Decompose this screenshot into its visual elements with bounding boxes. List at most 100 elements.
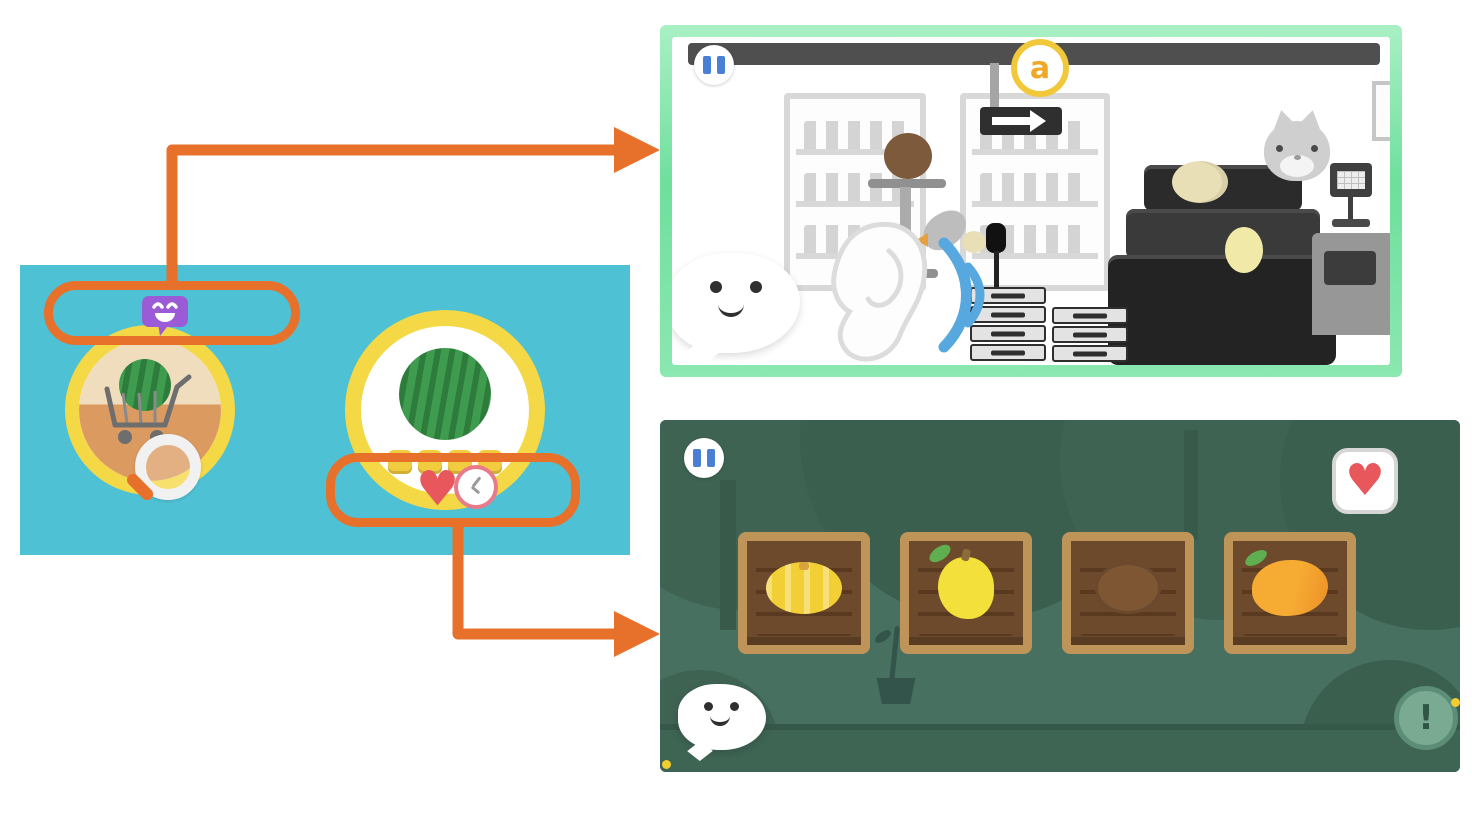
shelf-line (972, 253, 1098, 259)
annotation-arrowhead-bottom (614, 611, 660, 657)
tray (970, 325, 1046, 342)
tray-slot (991, 312, 1025, 317)
timer-clock: ! (1394, 686, 1458, 750)
cat-muzzle (1280, 155, 1314, 177)
pause-bar (703, 56, 711, 74)
plant-leaf (873, 627, 893, 646)
side-counter (1312, 233, 1390, 335)
peeking-cat (1264, 107, 1330, 181)
hanging-sign-box (1372, 81, 1390, 141)
cat-eye (1276, 145, 1283, 152)
shelf-line (796, 149, 914, 155)
tray-slot (991, 350, 1025, 355)
plant-pot (876, 678, 916, 704)
bubble-eye (704, 702, 713, 711)
tray (970, 344, 1046, 361)
yellow-dot (662, 760, 671, 769)
bubble-smile (718, 303, 744, 317)
crate-squash[interactable] (738, 532, 870, 654)
clock-icon (454, 465, 498, 509)
scale-pole (1348, 197, 1353, 219)
sound-waves-icon (938, 237, 985, 353)
letter-badge: a (1011, 39, 1069, 97)
microphone-pole (994, 251, 999, 299)
bubble-tail (685, 338, 721, 365)
lives-heart-badge: ♥ (1332, 448, 1398, 514)
arrow-right-head (1030, 110, 1046, 132)
pause-button[interactable] (694, 45, 734, 85)
cash-register-middle (1126, 209, 1320, 259)
squash-fruit (766, 561, 842, 614)
tree-trunk (720, 480, 736, 630)
magnifier-icon (124, 434, 201, 503)
annotation-arrowhead-top (614, 127, 660, 173)
tray-slot (1073, 313, 1107, 318)
cat-nose (1294, 155, 1301, 160)
tray (1052, 345, 1128, 362)
ear-icon[interactable] (820, 219, 938, 365)
watermelon-icon (119, 359, 171, 411)
narrator-speech-bubble[interactable] (672, 253, 800, 365)
tray (1052, 307, 1128, 324)
heart-icon: ♥ (1345, 455, 1385, 506)
shelf-line (972, 201, 1098, 207)
kiwi-fruit (1095, 561, 1161, 614)
cat-ear (1270, 107, 1296, 130)
tray-slot (991, 293, 1025, 298)
store-game-screenshot: a (660, 25, 1402, 377)
annotation-highlight-speech (44, 281, 300, 345)
sign-pole (990, 63, 999, 111)
level-button-store[interactable] (65, 325, 235, 495)
pause-bar (717, 56, 725, 74)
annotation-arrow-top (166, 144, 616, 282)
speech-bubble-icon (142, 296, 188, 336)
shelf-line (972, 149, 1098, 155)
scale-screen (1330, 163, 1372, 197)
bubble-eye (750, 281, 762, 293)
scale-base (1332, 219, 1370, 227)
bubble-eye (730, 702, 739, 711)
crate-kiwi[interactable] (1062, 532, 1194, 654)
cat-eye (1311, 145, 1318, 152)
tray-stack (1052, 307, 1128, 364)
counter-drawer (1324, 251, 1376, 285)
mango-fruit (1242, 546, 1328, 616)
lemon-stem (960, 547, 972, 562)
heart-icon: ♥ (416, 461, 460, 517)
squash-stem (799, 561, 809, 570)
microphone-head (986, 223, 1006, 253)
letter-badge-text: a (1029, 50, 1051, 86)
squash-on-register (1172, 161, 1228, 203)
watermelon-icon (399, 348, 491, 440)
shelf-line (796, 201, 914, 207)
yellow-dot (1451, 698, 1460, 707)
ground-strip (660, 724, 1460, 772)
arrow-right-icon (992, 117, 1030, 125)
falling-fruit (962, 231, 986, 253)
crate-lemon[interactable] (900, 532, 1032, 654)
narrator-speech-bubble[interactable] (678, 684, 766, 762)
tray (970, 306, 1046, 323)
tray-slot (991, 331, 1025, 336)
lemon-fruit (926, 541, 994, 619)
bottle-row (980, 173, 1090, 201)
tree-trunk (1184, 430, 1198, 540)
tray-slot (1073, 351, 1107, 356)
cat-tree-platform (868, 179, 946, 188)
level-button-sort[interactable] (345, 310, 545, 510)
scale-display (1337, 171, 1365, 189)
tray-stack (970, 287, 1046, 363)
annotation-highlight-heart-clock (326, 453, 580, 527)
garden-game-screenshot: ♥ ! (660, 420, 1460, 772)
cat-ear (1298, 107, 1324, 130)
crate-mango[interactable] (1224, 532, 1356, 654)
bubble-smile (710, 716, 730, 726)
store-scene: a (672, 37, 1390, 365)
pause-bar (693, 449, 701, 467)
pause-button[interactable] (684, 438, 724, 478)
direction-sign (980, 107, 1062, 135)
cash-register-base (1108, 255, 1336, 365)
tray-slot (1073, 332, 1107, 337)
level-menu-panel: ♥ (20, 265, 630, 555)
